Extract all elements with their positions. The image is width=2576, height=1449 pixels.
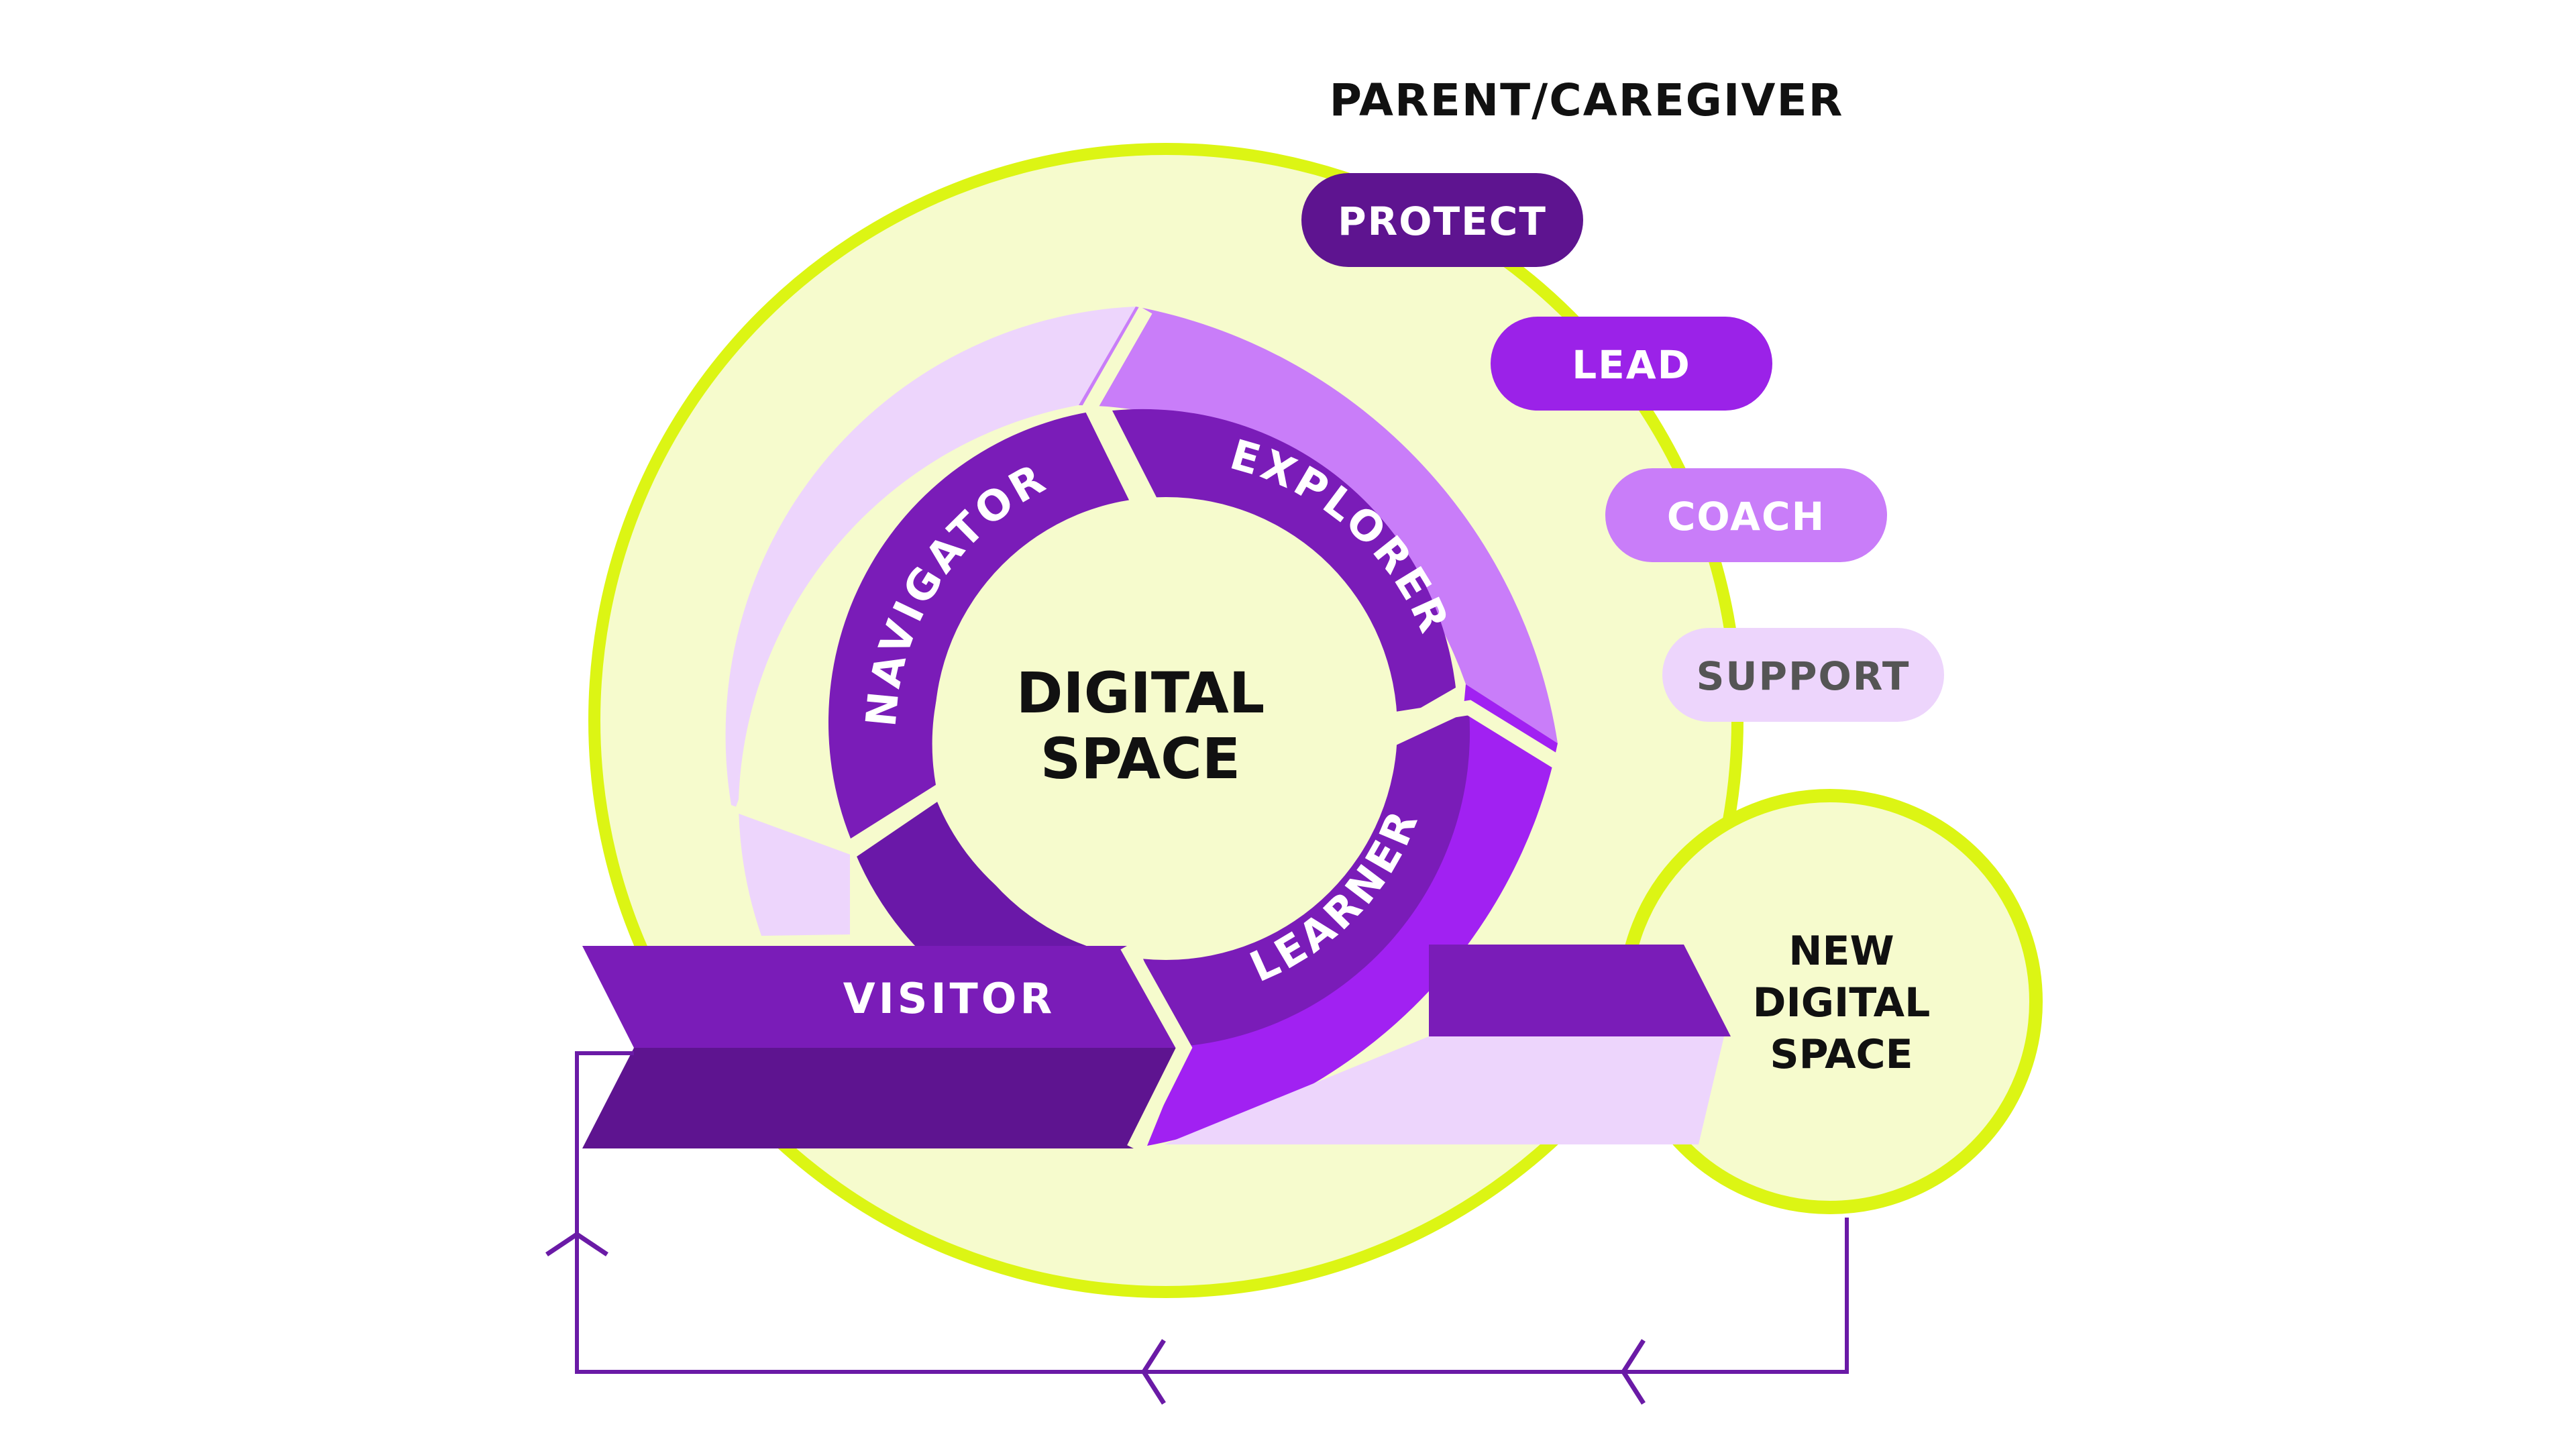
visitor-arrow-top [582,946,1181,1048]
coach-label: COACH [1667,494,1825,539]
visitor-arrow-bottom [582,1048,1181,1148]
digital-space-core [934,497,1397,960]
protect-pill-bg [1301,173,1583,267]
role-pill-coach: COACH [1605,468,1887,562]
digital-space-line1: DIGITAL [1016,660,1265,726]
support-lower-block [1164,1036,1724,1144]
support-pill-bg [1662,628,1944,722]
new-digital-space-line2: DIGITAL [1753,979,1931,1026]
role-pill-lead: LEAD [1491,317,1772,411]
visitor-label: VISITOR [843,974,1056,1023]
segment-divider [1120,942,1193,1152]
new-digital-space-line1: NEW [1788,928,1894,975]
support-label: SUPPORT [1697,653,1911,699]
new-digital-space-line3: SPACE [1770,1031,1913,1078]
lead-label: LEAD [1572,342,1691,388]
navigator-segment [828,411,1148,839]
chevron-left-icon [1620,1339,1646,1405]
parent-caregiver-title: PARENT/CAREGIVER [1330,74,1844,126]
segment-divider [1082,306,1152,510]
role-pill-protect: PROTECT [1301,173,1583,267]
role-pill-support: SUPPORT [1662,628,1944,722]
coach-pill-bg [1605,468,1887,562]
protect-label: PROTECT [1338,199,1547,244]
return-loop-line [575,1051,1849,1374]
new-space-arrow-top [1429,945,1731,1036]
lead-pill-bg [1491,317,1772,411]
segment-divider [734,785,944,857]
support-ring-segment [725,307,1136,936]
chevron-up-icon [545,1231,608,1256]
segment-divider [1360,700,1571,775]
chevron-left-icon [1140,1339,1166,1405]
digital-space-line2: SPACE [1040,726,1240,792]
